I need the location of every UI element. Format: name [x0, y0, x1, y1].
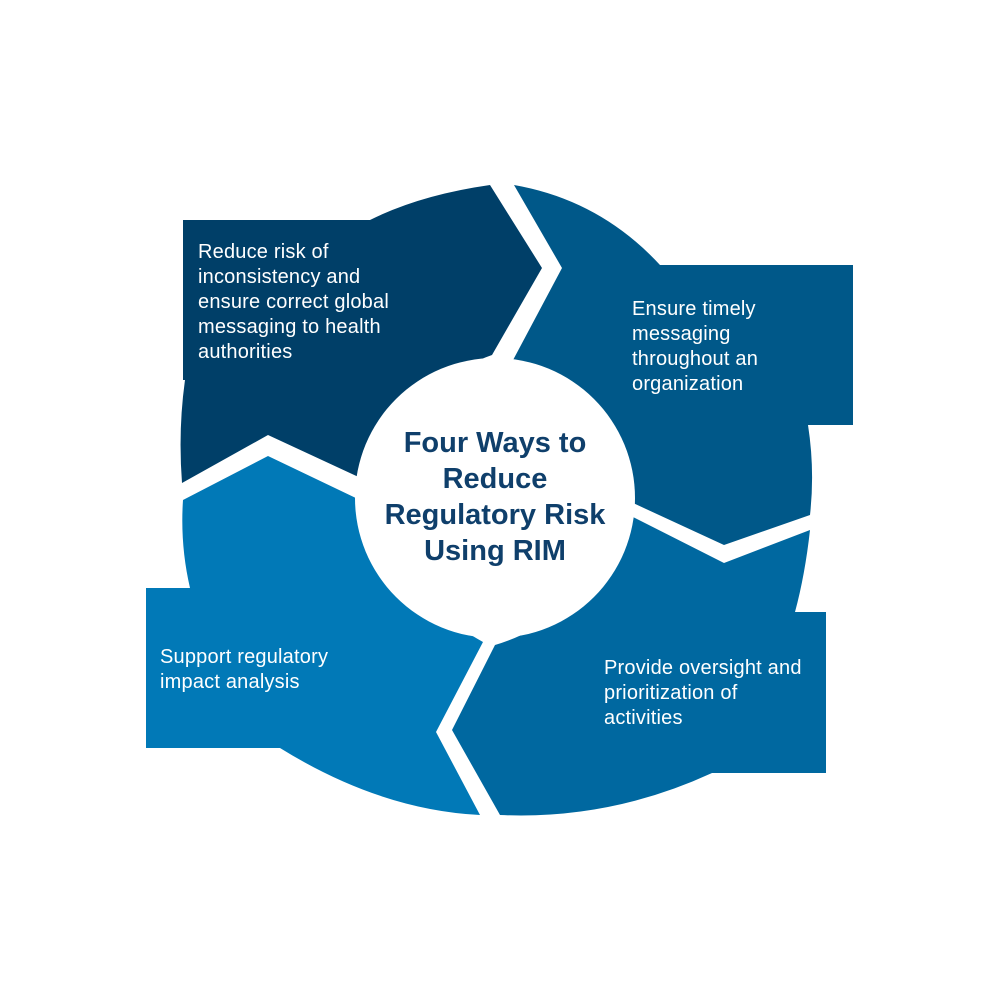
segment-bottom-right	[452, 517, 826, 816]
segment-top-right-text: Ensure timely messaging throughout an or…	[632, 298, 759, 395]
segment-bottom-left	[146, 456, 483, 815]
center-circle	[355, 358, 635, 638]
segment-bottom-left-text: Support regulatory impact analysis	[160, 646, 329, 693]
segment-top-left	[180, 185, 542, 483]
segment-bottom-right-text: Provide oversight and prioritization of …	[604, 657, 802, 729]
segment-top-right	[512, 185, 853, 545]
segment-top-left-text: Reduce risk of inconsistency and ensure …	[198, 241, 389, 363]
center-title: Four Ways to Reduce Regulatory Risk Usin…	[384, 427, 606, 567]
